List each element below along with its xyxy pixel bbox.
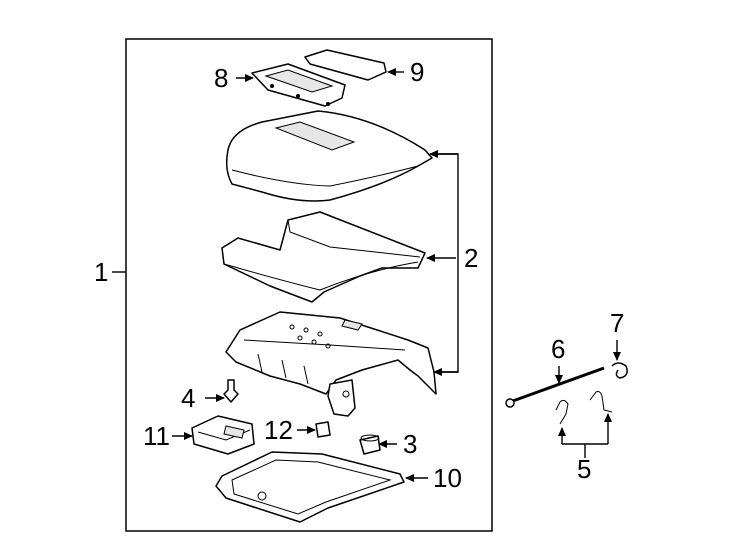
part-1-housing [225, 311, 437, 395]
part-7-retainer-clip [611, 362, 628, 379]
part-9-cover [304, 49, 387, 81]
callout-10: 10 [433, 463, 462, 493]
callout-3: 3 [403, 429, 417, 459]
bracket-5 [562, 443, 608, 458]
callout-12: 12 [264, 415, 293, 445]
part-11-latch [191, 415, 255, 455]
callout-7: 7 [610, 308, 624, 338]
part-6-rod [505, 366, 605, 408]
part-5-springs [555, 391, 613, 425]
part-2-upper-cover [225, 110, 433, 202]
callout-2: 2 [464, 243, 478, 273]
bracket-2 [432, 153, 459, 373]
callout-4: 4 [181, 383, 195, 413]
assembly-frame [125, 38, 493, 532]
callout-11: 11 [143, 421, 170, 451]
part-2-padding [221, 211, 426, 303]
housing-bracket [327, 379, 356, 417]
callout-1: 1 [94, 257, 108, 287]
callout-9: 9 [410, 57, 424, 87]
part-3-bushing [359, 434, 381, 455]
part-8-tray [251, 63, 346, 107]
part-12-clip [315, 421, 331, 438]
callout-6: 6 [551, 334, 565, 364]
callout-5: 5 [577, 454, 591, 484]
part-10-bottom-tray [215, 451, 405, 523]
part-4-pin [223, 379, 239, 403]
callout-8: 8 [214, 63, 228, 93]
